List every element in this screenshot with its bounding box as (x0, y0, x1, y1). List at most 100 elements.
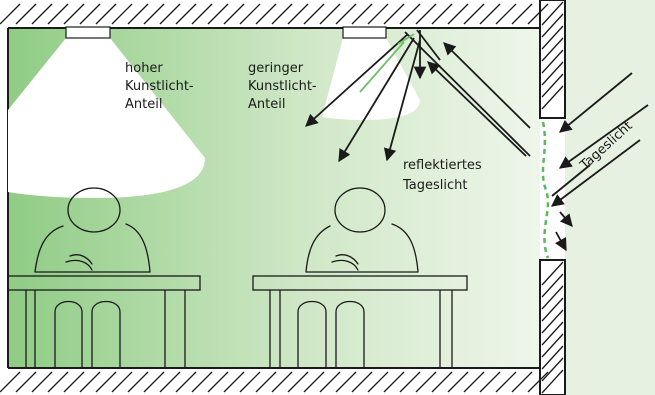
seated-person-icon (34, 187, 151, 273)
hatch-line (223, 371, 245, 393)
hatch-line (541, 369, 564, 394)
hatch-line (271, 371, 293, 393)
floor (0, 367, 565, 395)
hatch-line (319, 371, 341, 393)
hatch-line (479, 371, 501, 393)
hatch-line (175, 3, 197, 25)
hatch-line (511, 3, 533, 25)
hatch-line (541, 333, 564, 358)
hatch-line (541, 297, 564, 322)
hatch-line (399, 3, 421, 25)
hatch-line (527, 3, 549, 25)
hatch-line (111, 371, 133, 393)
hatch-line (335, 3, 357, 25)
hatch-line (541, 345, 564, 370)
hatch-line (335, 371, 357, 393)
hatch-line (463, 3, 485, 25)
hatch-line (191, 3, 213, 25)
hatch-line (351, 371, 373, 393)
hatch-line (383, 371, 405, 393)
hatch-line (495, 3, 517, 25)
hatch-line (175, 371, 197, 393)
hatch-line (239, 3, 261, 25)
label-reflected-daylight: reflektiertes Tageslicht (402, 158, 486, 193)
hatch-line (111, 3, 133, 25)
hatch-line (207, 3, 229, 25)
hatch-line (47, 371, 69, 393)
hatch-line (447, 3, 469, 25)
hatch-line (495, 371, 517, 393)
hatch-line (415, 371, 437, 393)
hatch-line (541, 261, 564, 286)
ceiling (0, 0, 565, 29)
hatch-line (415, 3, 437, 25)
hatch-line (541, 73, 564, 98)
hatch-line (239, 371, 261, 393)
hatch-line (0, 371, 21, 393)
hatch-line (303, 371, 325, 393)
hatch-line (95, 3, 117, 25)
reflected-daylight-rays (305, 29, 531, 163)
hatch-line (541, 1, 564, 26)
hatch-line (15, 371, 37, 393)
hatch-line (159, 3, 181, 25)
label-high-artificial: hoher Kunstlicht- Anteil (125, 61, 198, 112)
hatch-line (191, 371, 213, 393)
hatch-line (541, 61, 564, 86)
hatch-line (143, 3, 165, 25)
desk-icon (252, 275, 468, 368)
hatch-line (367, 371, 389, 393)
hatch-line (0, 3, 21, 25)
hatch-line (367, 3, 389, 25)
label-low-artificial: geringer Kunstlicht- Anteil (248, 61, 321, 112)
hatch-line (541, 49, 564, 74)
hatch-line (63, 3, 85, 25)
hatch-line (541, 37, 564, 62)
facade-wall-upper (539, 0, 566, 119)
hatch-line (399, 371, 421, 393)
hatch-line (63, 371, 85, 393)
hatch-line (541, 13, 564, 38)
hatch-line (127, 3, 149, 25)
hatch-line (287, 371, 309, 393)
hatch-line (271, 3, 293, 25)
hatch-line (541, 273, 564, 298)
window-glass (541, 121, 550, 259)
hatch-line (95, 371, 117, 393)
seated-person-icon (305, 187, 419, 273)
hatch-line (541, 25, 564, 50)
hatch-line (255, 371, 277, 393)
hatch-line (15, 3, 37, 25)
hatch-line (47, 3, 69, 25)
hatch-line (319, 3, 341, 25)
hatch-line (541, 285, 564, 310)
ceiling-lamp-icon (8, 26, 205, 198)
desk-icon (7, 275, 201, 368)
hatch-line (287, 3, 309, 25)
hatch-line (31, 3, 53, 25)
hatch-line (79, 3, 101, 25)
hatch-line (159, 371, 181, 393)
hatch-line (447, 371, 469, 393)
hatch-line (31, 371, 53, 393)
hatch-line (479, 3, 501, 25)
hatch-line (351, 3, 373, 25)
hatch-line (527, 371, 549, 393)
hatch-line (541, 321, 564, 346)
hatch-line (207, 371, 229, 393)
hatch-line (143, 371, 165, 393)
hatch-line (223, 3, 245, 25)
hatch-line (511, 371, 533, 393)
hatch-line (303, 3, 325, 25)
daylight-rays (550, 72, 649, 252)
hatch-line (255, 3, 277, 25)
hatch-line (541, 357, 564, 382)
outside-area (565, 0, 655, 395)
hatch-line (127, 371, 149, 393)
hatch-line (541, 85, 564, 110)
hatch-line (79, 371, 101, 393)
hatch-line (383, 3, 405, 25)
hatch-line (463, 371, 485, 393)
